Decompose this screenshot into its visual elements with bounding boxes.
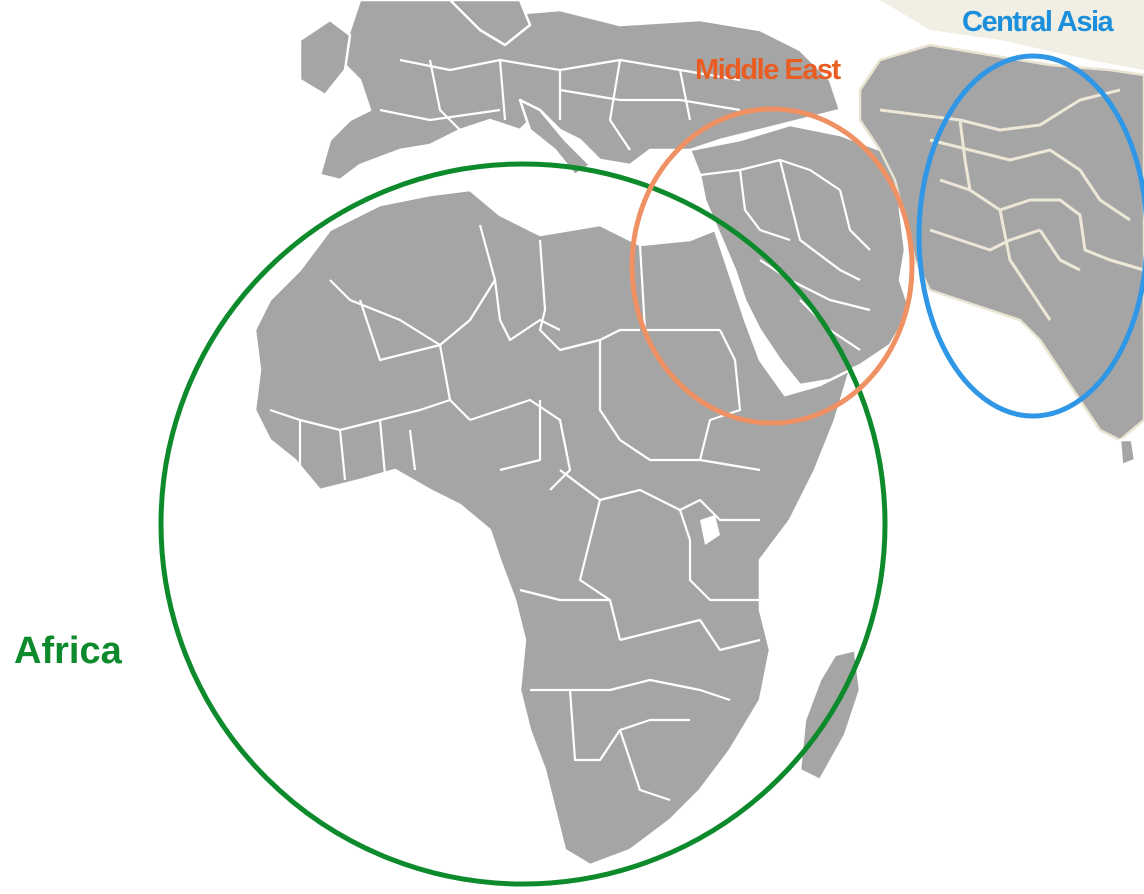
middle-east-borders <box>699 158 871 351</box>
africa-landmass <box>253 188 852 867</box>
central-asia-label: Central Asia <box>962 6 1114 38</box>
africa-label: Africa <box>14 630 122 672</box>
sri-lanka-island <box>1118 438 1137 467</box>
scandinavia <box>448 0 532 47</box>
europe-landmass <box>318 0 842 182</box>
central-asia-region-ring <box>916 53 1144 419</box>
caspian-sea <box>880 0 1144 70</box>
middle-east-label: Middle East <box>695 54 841 86</box>
africa-region-ring <box>158 161 888 887</box>
lake-victoria <box>700 515 720 545</box>
europe-borders <box>379 58 741 151</box>
middle-east-region-ring <box>629 106 915 426</box>
uk-island <box>298 18 352 97</box>
central-asia-borders <box>879 88 1144 321</box>
